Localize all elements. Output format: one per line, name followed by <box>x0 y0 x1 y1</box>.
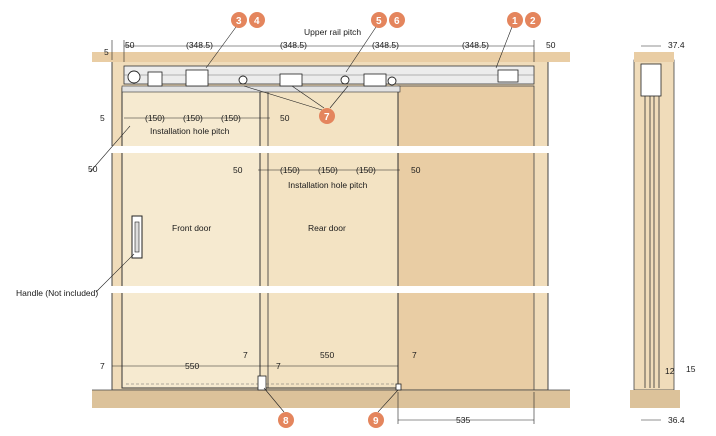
callout-number-7: 7 <box>324 112 330 123</box>
roller-wheel <box>387 76 397 86</box>
callout-number-6: 6 <box>394 16 400 27</box>
bottom-dim-7-mid-left: 7 <box>243 350 248 360</box>
break-band-bottom <box>92 286 704 293</box>
hole-mid-dim-2: (150) <box>280 165 300 175</box>
side-view-rail <box>640 63 662 97</box>
callout-bubbles: 1 2 3 4 5 6 7 8 9 <box>231 12 541 428</box>
leader-line <box>329 85 349 109</box>
hole-mid-dim-3: (150) <box>318 165 338 175</box>
handle-grip <box>134 221 140 253</box>
side-dim-12: 12 <box>665 366 675 376</box>
carrier-block <box>185 69 209 87</box>
leader-line <box>345 26 377 73</box>
front-door-label: Front door <box>172 223 211 233</box>
install-pitch-bottom-label: Installation hole pitch <box>288 180 368 190</box>
handle-label: Handle (Not included) <box>16 288 98 298</box>
callout-bubble-6 <box>389 12 405 28</box>
hole-top-dim-3: (150) <box>183 113 203 123</box>
side-dim-15: 15 <box>686 364 696 374</box>
side-dim-bottom-width: 36.4 <box>668 415 685 425</box>
side-view-floor <box>630 390 680 408</box>
callout-bubble-1 <box>507 12 523 28</box>
leader-line <box>243 85 323 111</box>
side-dim-top-width: 37.4 <box>668 40 685 50</box>
callout-bubble-9 <box>368 412 384 428</box>
callout-bubble-4 <box>249 12 265 28</box>
carrier-block <box>363 73 387 87</box>
leader-line <box>377 389 399 413</box>
rail-dim-4: (348.5) <box>372 40 399 50</box>
left-50-label: 50 <box>88 164 98 174</box>
leader-line <box>205 26 237 69</box>
callout-number-3: 3 <box>236 16 242 27</box>
bottom-dim-7-right: 7 <box>412 350 417 360</box>
upper-rail-pitch-label: Upper rail pitch <box>304 27 361 37</box>
stopper-block <box>147 71 163 87</box>
callout-number-2: 2 <box>530 16 536 27</box>
floor-stopper <box>395 383 402 391</box>
left-50-leader <box>89 125 131 173</box>
callout-number-1: 1 <box>512 16 518 27</box>
rear-door <box>259 87 399 389</box>
rail-dim-6: 50 <box>546 40 556 50</box>
right-panel-opening <box>397 85 535 391</box>
bottom-dim-550-front: 550 <box>185 361 199 371</box>
hole-top-dim-1: 5 <box>100 113 105 123</box>
rail-dim-2: (348.5) <box>186 40 213 50</box>
dimension-lines <box>89 40 535 424</box>
hole-mid-dim-1: 50 <box>233 165 243 175</box>
rail-dim-1: 50 <box>125 40 135 50</box>
roller-wheel <box>127 70 141 84</box>
roller-wheel <box>238 75 248 85</box>
callout-leaders <box>205 26 513 413</box>
hole-top-dim-4: (150) <box>221 113 241 123</box>
leader-line <box>263 387 285 413</box>
floor <box>92 390 570 408</box>
carrier-block <box>279 73 303 87</box>
top-left-5: 5 <box>104 47 109 57</box>
callout-bubble-5 <box>371 12 387 28</box>
side-view-top-band <box>634 52 674 62</box>
break-band-top <box>92 146 704 153</box>
callout-number-9: 9 <box>373 416 379 427</box>
floor-guide <box>257 375 267 391</box>
leader-line <box>495 26 513 69</box>
leader-line <box>291 85 325 109</box>
front-door <box>121 87 269 389</box>
hole-top-dim-5: 50 <box>280 113 290 123</box>
top-wall-band <box>92 52 570 62</box>
callout-bubble-7 <box>319 108 335 124</box>
install-pitch-top-label: Installation hole pitch <box>150 126 230 136</box>
callout-bubble-8 <box>278 412 294 428</box>
callout-bubble-2 <box>525 12 541 28</box>
rail-dim-5: (348.5) <box>462 40 489 50</box>
callout-number-4: 4 <box>254 16 260 27</box>
roller-wheel <box>340 75 350 85</box>
hole-mid-dim-4: (150) <box>356 165 376 175</box>
end-stopper <box>497 69 519 83</box>
callout-number-8: 8 <box>283 416 289 427</box>
rear-door-label: Rear door <box>308 223 346 233</box>
bottom-dim-550-rear: 550 <box>320 350 334 360</box>
hole-mid-dim-5: 50 <box>411 165 421 175</box>
bottom-dim-7-mid-right: 7 <box>276 361 281 371</box>
rail-dim-3: (348.5) <box>280 40 307 50</box>
callout-bubble-3 <box>231 12 247 28</box>
handle-leader <box>95 253 135 293</box>
door-top-strip <box>121 85 401 93</box>
bottom-dim-7-left: 7 <box>100 361 105 371</box>
hole-top-dim-2: (150) <box>145 113 165 123</box>
bottom-dim-535: 535 <box>456 415 470 425</box>
callout-number-5: 5 <box>376 16 382 27</box>
